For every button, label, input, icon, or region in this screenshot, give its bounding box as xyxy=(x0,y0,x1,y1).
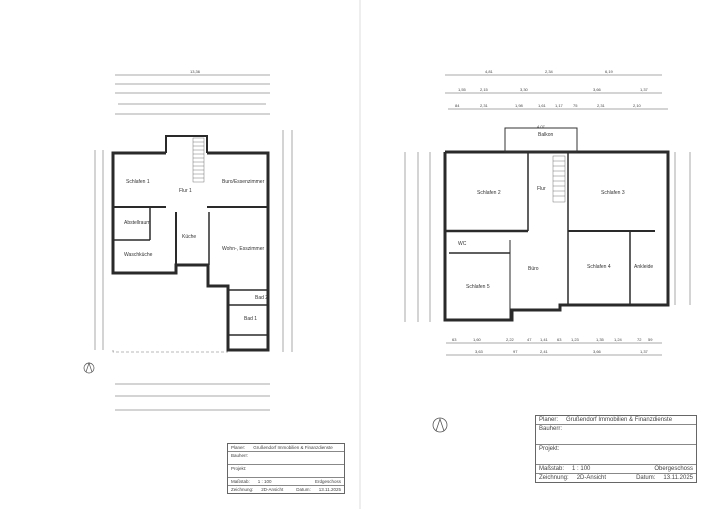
svg-text:1,23: 1,23 xyxy=(571,337,580,342)
massstab-value: 1 : 100 xyxy=(572,466,591,472)
svg-text:1,41: 1,41 xyxy=(540,337,549,342)
room-label: Schlafen 3 xyxy=(601,190,625,196)
room-label: Flur xyxy=(537,186,546,192)
svg-text:3,66: 3,66 xyxy=(593,349,602,354)
zeichnung-label: Zeichnung: xyxy=(539,475,569,481)
svg-text:4,81: 4,81 xyxy=(485,69,494,74)
svg-text:63: 63 xyxy=(452,337,457,342)
datum-value: 13.11.2025 xyxy=(318,487,341,492)
room-label: Flur 1 xyxy=(179,188,192,194)
svg-text:1,55: 1,55 xyxy=(458,87,467,92)
room-label: Schlafen 2 xyxy=(477,190,501,196)
massstab-value: 1 : 100 xyxy=(257,479,272,484)
ground-title-block: Planer: Grußendorf Immobilien & Finanzdie… xyxy=(227,443,345,494)
upper-title-block: Planer: Grußendorf Immobilien & Finanzdie… xyxy=(535,415,697,483)
upper-stairs xyxy=(552,155,566,203)
svg-text:6,19: 6,19 xyxy=(605,69,614,74)
room-label: Waschküche xyxy=(124,252,153,258)
ground-stairs xyxy=(192,137,205,183)
projekt-label: Projekt: xyxy=(539,446,560,452)
ground-total-dimension: 13,36 xyxy=(190,69,201,74)
datum-label: Datum: xyxy=(296,487,311,492)
svg-text:1,37: 1,37 xyxy=(640,349,649,354)
datum-label: Datum: xyxy=(636,475,656,481)
planer-label: Planer: xyxy=(539,417,559,423)
svg-text:2,22: 2,22 xyxy=(506,337,515,342)
svg-text:84: 84 xyxy=(455,103,460,108)
svg-text:1,61: 1,61 xyxy=(538,103,547,108)
svg-text:1,37: 1,37 xyxy=(640,87,649,92)
svg-text:3,63: 3,63 xyxy=(475,349,484,354)
bauherr-label: Bauherr: xyxy=(231,453,249,458)
floor-name: Obergeschoss xyxy=(654,466,693,472)
datum-value: 13.11.2025 xyxy=(663,475,693,481)
ground-floor-walls xyxy=(111,135,270,352)
room-label: Bad 2 xyxy=(255,295,268,301)
zeichnung-value: 2D-Ansicht xyxy=(576,475,607,481)
upper-dim-row-1: 4,81 2,34 6,19 xyxy=(485,69,614,74)
room-label: Schlafen 1 xyxy=(126,179,150,185)
svg-text:3,66: 3,66 xyxy=(593,87,602,92)
room-label: Abstellraum xyxy=(124,220,150,226)
svg-text:2,34: 2,34 xyxy=(545,69,554,74)
balcony xyxy=(504,127,578,153)
north-arrow-icon xyxy=(83,361,95,374)
projekt-label: Projekt: xyxy=(231,466,247,471)
planer-value: Grußendorf Immobilien & Finanzdienste xyxy=(566,417,673,423)
room-label: WC xyxy=(458,241,467,247)
room-label: Wohn-, Esszimmer xyxy=(222,246,264,252)
svg-text:3,30: 3,30 xyxy=(520,87,529,92)
svg-text:1,98: 1,98 xyxy=(515,103,524,108)
svg-text:1,24: 1,24 xyxy=(614,337,623,342)
svg-text:1,35: 1,35 xyxy=(596,337,605,342)
upper-dim-row-bottom-2: 3,63 97 2,41 3,66 1,37 xyxy=(475,349,649,354)
balcony-width: 4,07 xyxy=(537,124,546,129)
upper-dimension-lines xyxy=(404,74,691,356)
massstab-label: Maßstab: xyxy=(539,466,565,472)
zeichnung-label: Zeichnung: xyxy=(231,487,254,492)
upper-floor-walls xyxy=(443,150,670,322)
north-arrow-icon xyxy=(432,417,448,433)
svg-text:1,17: 1,17 xyxy=(555,103,564,108)
svg-text:2,31: 2,31 xyxy=(480,103,489,108)
upper-dim-row-bottom-1: 63 1,60 2,22 47 1,41 63 1,23 1,35 1,24 7… xyxy=(452,337,653,342)
room-label: Büro xyxy=(528,266,539,272)
svg-text:2,15: 2,15 xyxy=(480,87,489,92)
svg-text:2,10: 2,10 xyxy=(633,103,642,108)
room-label: Ankleide xyxy=(634,264,653,270)
room-label: Balkon xyxy=(538,132,554,138)
svg-text:2,31: 2,31 xyxy=(597,103,606,108)
massstab-label: Maßstab: xyxy=(231,479,250,484)
terrace-outline xyxy=(112,350,228,353)
room-label: Buro/Essenzimmer xyxy=(222,179,265,185)
zeichnung-value: 2D-Ansicht xyxy=(261,487,284,492)
ground-dimension-lines xyxy=(94,74,293,411)
room-label: Bad 1 xyxy=(244,316,257,322)
room-label: Schlafen 5 xyxy=(466,284,490,290)
svg-text:97: 97 xyxy=(513,349,518,354)
upper-dim-row-2: 1,55 2,15 3,30 3,66 1,37 xyxy=(458,87,649,92)
svg-text:59: 59 xyxy=(648,337,653,342)
svg-text:47: 47 xyxy=(527,337,532,342)
floor-name: Erdgeschoss xyxy=(314,479,341,484)
room-label: Schlafen 4 xyxy=(587,264,611,270)
room-label: Küche xyxy=(182,234,196,240)
svg-text:75: 75 xyxy=(573,103,578,108)
svg-text:72: 72 xyxy=(637,337,642,342)
svg-text:63: 63 xyxy=(557,337,562,342)
planer-label: Planer: xyxy=(231,445,246,450)
upper-dim-row-3: 84 2,31 1,98 1,61 1,17 75 2,31 2,10 xyxy=(455,103,642,108)
svg-text:2,41: 2,41 xyxy=(540,349,549,354)
bauherr-label: Bauherr: xyxy=(539,426,563,432)
planer-value: Grußendorf Immobilien & Finanzdienste xyxy=(253,445,333,450)
svg-text:1,60: 1,60 xyxy=(473,337,482,342)
